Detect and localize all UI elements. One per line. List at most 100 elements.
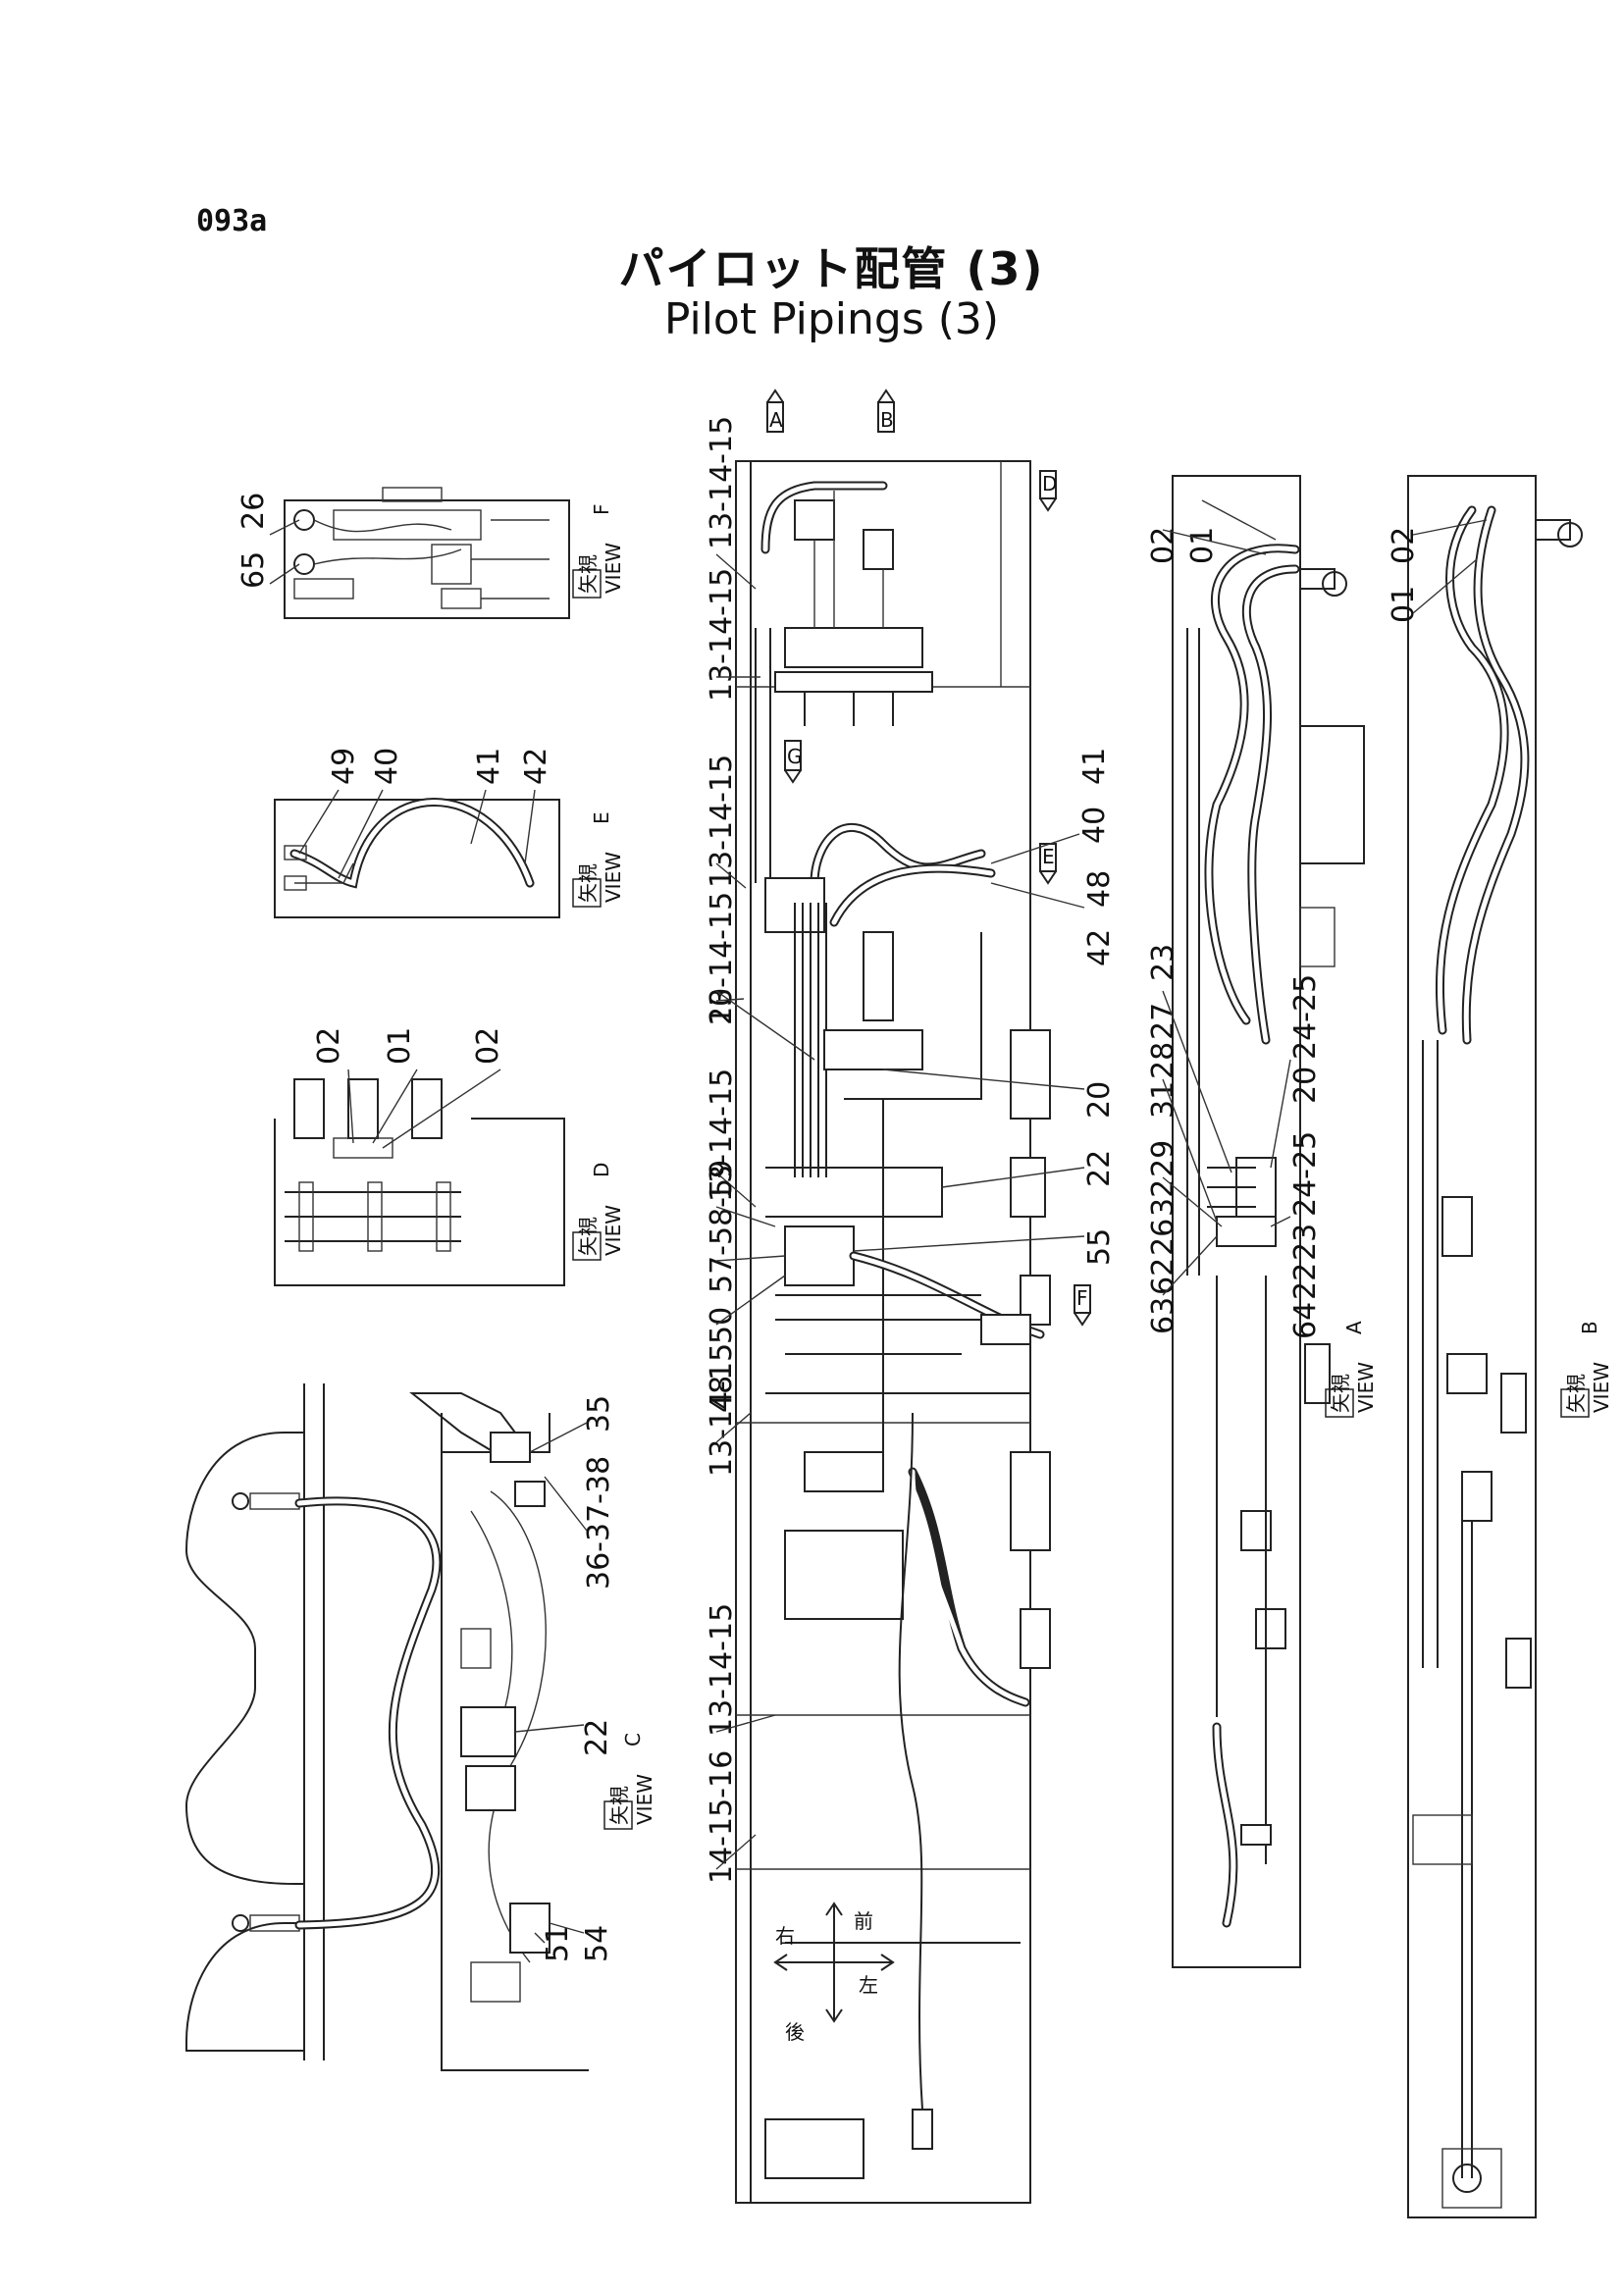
svg-text:13-14-15: 13-14-15 bbox=[705, 1069, 739, 1202]
svg-text:矢視: 矢視 bbox=[1564, 1374, 1588, 1413]
svg-text:A: A bbox=[1342, 1321, 1366, 1334]
title-japanese: パイロット配管 (3) bbox=[618, 242, 1045, 295]
svg-text:矢視: 矢視 bbox=[576, 1217, 600, 1256]
callout: 49 bbox=[327, 748, 361, 785]
main-callout-57: 57-58-59 bbox=[705, 1160, 739, 1293]
callout: 42 bbox=[519, 748, 553, 785]
main-callout-1: 13-14-15 bbox=[705, 416, 739, 549]
callout: 22 bbox=[1288, 1263, 1323, 1300]
main-callout-55: 55 bbox=[1082, 1228, 1117, 1266]
view-f-label: 矢視 VIEW F bbox=[572, 503, 625, 599]
compass-right: 右 bbox=[775, 1924, 795, 1948]
svg-text:B: B bbox=[1578, 1321, 1601, 1334]
svg-text:57-58-59: 57-58-59 bbox=[705, 1160, 739, 1293]
svg-text:VIEW: VIEW bbox=[1354, 1362, 1378, 1413]
view-b-piping bbox=[1412, 505, 1530, 2209]
svg-text:40: 40 bbox=[1077, 807, 1112, 844]
svg-text:48: 48 bbox=[705, 1376, 739, 1413]
svg-text:VIEW: VIEW bbox=[602, 852, 625, 903]
callout: 40 bbox=[370, 748, 404, 785]
svg-text:13-14-15: 13-14-15 bbox=[705, 1343, 739, 1477]
callout: 20 bbox=[1288, 1067, 1323, 1104]
view-e-label: 矢視 VIEW E bbox=[572, 811, 625, 908]
main-callout-42-48: 42 48 bbox=[1082, 870, 1117, 966]
page-code: 093a bbox=[196, 204, 268, 238]
view-b-label: 矢視 VIEW B bbox=[1560, 1321, 1613, 1418]
view-arrow-f: F bbox=[1074, 1284, 1091, 1327]
callout: 02 bbox=[1387, 527, 1421, 564]
svg-text:矢視: 矢視 bbox=[576, 554, 600, 594]
view-a-label: 矢視 VIEW A bbox=[1325, 1321, 1378, 1418]
view-e-panel bbox=[274, 798, 560, 918]
svg-text:VIEW: VIEW bbox=[633, 1774, 656, 1825]
main-callout-8: 14-15-16 bbox=[705, 1750, 739, 1884]
callout: 22 bbox=[580, 1719, 614, 1756]
svg-text:矢視: 矢視 bbox=[1329, 1374, 1352, 1413]
view-c-callout-22: 22 bbox=[580, 1719, 614, 1756]
svg-text:48: 48 bbox=[1082, 870, 1117, 908]
svg-text:F: F bbox=[1076, 1286, 1088, 1310]
main-callout-48: 48 bbox=[705, 1376, 739, 1413]
svg-text:F: F bbox=[590, 503, 613, 515]
view-e-callouts: 49 40 41 42 bbox=[327, 748, 553, 785]
view-b-frame bbox=[1407, 475, 1583, 2218]
svg-text:41: 41 bbox=[1077, 748, 1112, 785]
main-callout-2: 13-14-15 bbox=[705, 568, 739, 702]
svg-text:55: 55 bbox=[1082, 1228, 1117, 1266]
callout: 51 bbox=[541, 1925, 575, 1962]
callout: 36-37-38 bbox=[582, 1456, 616, 1590]
svg-text:42: 42 bbox=[1082, 929, 1117, 966]
svg-text:E: E bbox=[590, 811, 613, 824]
svg-text:A: A bbox=[769, 408, 783, 432]
callout: 64 bbox=[1288, 1302, 1323, 1339]
callout: 26 bbox=[1146, 1219, 1180, 1256]
main-callout-20a: 20 bbox=[705, 988, 739, 1025]
compass-rear: 後 bbox=[785, 2020, 805, 2044]
callout: 29 bbox=[1146, 1140, 1180, 1177]
callout: 24-25 bbox=[1288, 974, 1323, 1060]
main-callout-3: 13-14-15 bbox=[705, 755, 739, 888]
compass-front: 前 bbox=[854, 1909, 873, 1933]
main-callout-7: 13-14-15 bbox=[705, 1603, 739, 1737]
svg-text:22: 22 bbox=[1082, 1150, 1117, 1187]
view-a-piping bbox=[1186, 544, 1300, 1928]
svg-text:C: C bbox=[621, 1733, 645, 1747]
main-callout-6: 13-14-15 bbox=[705, 1343, 739, 1477]
view-d-callouts: 02 01 02 bbox=[312, 1027, 505, 1065]
callout: 62 bbox=[1146, 1258, 1180, 1295]
callout: 27 bbox=[1146, 1003, 1180, 1040]
title-english: Pilot Pipings (3) bbox=[663, 294, 1000, 344]
svg-text:20: 20 bbox=[705, 988, 739, 1025]
callout: 54 bbox=[580, 1925, 614, 1962]
callout: 65 bbox=[236, 551, 271, 589]
svg-text:14-15-16: 14-15-16 bbox=[705, 1750, 739, 1884]
svg-text:20: 20 bbox=[1082, 1081, 1117, 1119]
callout: 23 bbox=[1288, 1224, 1323, 1261]
callout: 01 bbox=[1185, 527, 1220, 564]
view-a-top-callouts: 02 01 bbox=[1146, 527, 1220, 564]
view-c-panel bbox=[184, 1383, 589, 2071]
view-arrow-b: B bbox=[877, 389, 895, 433]
svg-text:13-14-15: 13-14-15 bbox=[705, 568, 739, 702]
callout: 23 bbox=[1146, 944, 1180, 981]
svg-text:13-14-15: 13-14-15 bbox=[705, 416, 739, 549]
view-d-panel bbox=[274, 1078, 565, 1286]
svg-text:矢視: 矢視 bbox=[607, 1786, 631, 1825]
view-b-callouts: 02 01 bbox=[1387, 527, 1421, 623]
compass-left: 左 bbox=[859, 1973, 878, 1997]
view-arrow-a: A bbox=[766, 389, 784, 433]
svg-text:G: G bbox=[787, 745, 803, 768]
svg-text:D: D bbox=[1042, 472, 1057, 495]
svg-text:矢視: 矢視 bbox=[576, 863, 600, 903]
main-callout-40-41: 40 41 bbox=[1077, 748, 1112, 844]
callout: 02 bbox=[312, 1027, 346, 1065]
view-arrow-g: G bbox=[784, 740, 803, 784]
view-d-label: 矢視 VIEW D bbox=[572, 1163, 625, 1261]
callout: 35 bbox=[582, 1395, 616, 1433]
callout: 02 bbox=[471, 1027, 505, 1065]
callout: 32 bbox=[1146, 1179, 1180, 1217]
main-callout-5: 13-14-15 bbox=[705, 1069, 739, 1202]
view-arrow-e: E bbox=[1039, 843, 1057, 885]
view-f-callouts: 65 26 bbox=[236, 493, 271, 589]
